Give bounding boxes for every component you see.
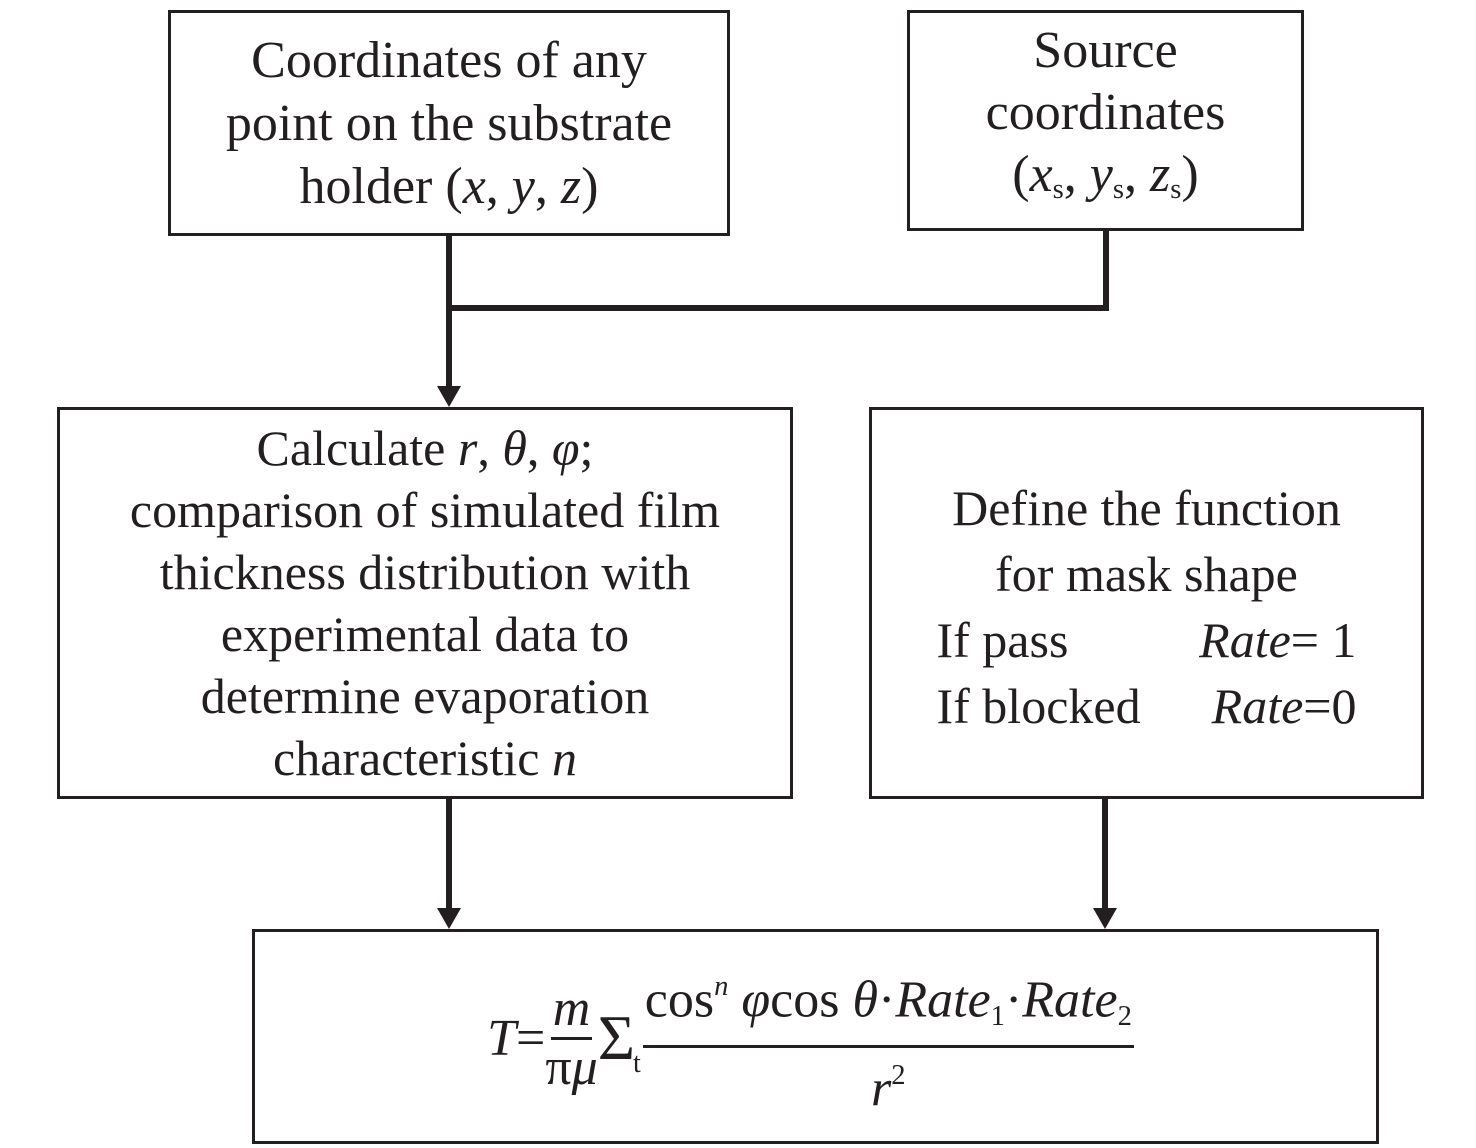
pass-rate-value: = 1 — [1290, 612, 1357, 668]
sub-s-3: s — [1170, 174, 1182, 206]
arrowhead-calc-to-formula — [437, 908, 461, 929]
calc-line-3: thickness distribution with — [159, 544, 691, 600]
close-paren: ) — [1181, 145, 1199, 203]
calc-line-5: determine evaporation — [200, 668, 650, 724]
calc-line-6-prefix: characteristic — [273, 730, 552, 786]
dot-1: · — [878, 971, 896, 1029]
pass-label: If pass — [936, 612, 1069, 668]
var-phi: φ — [551, 420, 580, 476]
var-ys: y — [1089, 145, 1113, 203]
mask-line-1: Define the function — [952, 480, 1341, 536]
close-paren: ) — [581, 157, 599, 215]
calculate-box: Calculate r, θ, φ; comparison of simulat… — [57, 407, 793, 799]
theta-symbol: θ — [852, 971, 879, 1029]
sep-1: , — [1063, 145, 1090, 203]
dot-2: · — [1004, 971, 1023, 1029]
blocked-rate-var: Rate — [1211, 678, 1304, 734]
rate-2-index: 2 — [1117, 1001, 1132, 1033]
source-coordinates-box: Source coordinates (xs, ys, zs) — [907, 10, 1304, 231]
mu-symbol: μ — [571, 1038, 598, 1096]
sub-s-1: s — [1052, 174, 1064, 206]
var-zs: z — [1150, 145, 1171, 203]
var-n: n — [551, 730, 577, 786]
var-r: r — [457, 420, 478, 476]
var-theta: θ — [502, 420, 527, 476]
substrate-line-3: holder (x, y, z) — [300, 155, 599, 218]
den-exponent: 2 — [891, 1060, 906, 1092]
sep-1: , — [485, 157, 512, 215]
sep-1: , — [477, 420, 503, 476]
sep-2: , — [1124, 145, 1151, 203]
substrate-coordinates-box: Coordinates of any point on the substrat… — [168, 10, 730, 236]
exponent-n-var: n — [714, 971, 729, 1003]
fraction-denominator: πμ — [545, 1038, 598, 1096]
calc-line-2: comparison of simulated film — [129, 482, 721, 538]
calc-line-1-prefix: Calculate — [256, 420, 458, 476]
pass-rate: Rate= 1 — [1199, 607, 1356, 673]
var-x: x — [462, 157, 486, 215]
mask-pass-row: If pass Rate= 1 — [937, 607, 1357, 673]
var-y: y — [511, 157, 535, 215]
exponent-n: n — [714, 971, 728, 1002]
fraction-main: cosn φcos θ·Rate1·Rate2 r2 — [642, 959, 1134, 1117]
phi-symbol: φ — [728, 971, 771, 1029]
substrate-line-3-prefix: holder ( — [299, 157, 463, 215]
cos-1: cos — [644, 971, 715, 1029]
open-paren: ( — [1012, 145, 1030, 203]
sum-subscript: t — [632, 1048, 641, 1080]
blocked-label: If blocked — [936, 678, 1141, 734]
main-numerator: cosn φcos θ·Rate1·Rate2 — [642, 959, 1134, 1049]
pass-rate-var: Rate — [1199, 612, 1291, 668]
source-line-2: coordinates — [985, 83, 1226, 141]
formula-equals: = — [516, 1009, 546, 1067]
arrowhead-to-calc — [437, 386, 461, 407]
formula-lhs: T — [487, 1009, 517, 1067]
blocked-rate-value: =0 — [1303, 678, 1357, 734]
arrowhead-mask-to-formula — [1093, 908, 1117, 929]
sep-2: , — [534, 157, 561, 215]
den-r: r — [871, 1060, 892, 1118]
sep-2: , — [526, 420, 552, 476]
calc-line-6: characteristic n — [273, 727, 577, 789]
source-line-3: (xs, ys, zs) — [1012, 144, 1199, 221]
var-z: z — [560, 157, 582, 215]
connector-source-join — [449, 231, 1109, 311]
cos-2: cos — [770, 971, 853, 1029]
thickness-formula: T = m πμ Σ t cosn φcos θ·Rate1·Rate2 r2 — [487, 959, 1134, 1117]
fraction-m-over-pi-mu: m πμ — [545, 980, 598, 1096]
thickness-formula-box: T = m πμ Σ t cosn φcos θ·Rate1·Rate2 r2 — [252, 929, 1379, 1144]
substrate-line-1: Coordinates of any — [251, 31, 647, 89]
source-line-1: Source — [1033, 21, 1178, 79]
fraction-numerator: m — [550, 980, 593, 1040]
calc-line-1: Calculate r, θ, φ; — [257, 417, 594, 479]
rate-1-index: 1 — [990, 1001, 1005, 1033]
rate-2: Rate — [1022, 971, 1118, 1029]
mask-line-2: for mask shape — [995, 546, 1298, 602]
sub-s-2: s — [1112, 174, 1125, 206]
mask-blocked-row: If blocked Rate=0 — [937, 673, 1357, 739]
main-denominator: r2 — [871, 1048, 906, 1117]
substrate-line-2: point on the substrate — [225, 94, 673, 152]
mask-function-box: Define the function for mask shape If pa… — [869, 407, 1424, 799]
calc-line-4: experimental data to — [220, 606, 630, 662]
calc-line-1-suffix: ; — [579, 420, 594, 476]
rate-1: Rate — [895, 971, 991, 1029]
pi-symbol: π — [545, 1038, 572, 1096]
blocked-rate: Rate=0 — [1212, 673, 1357, 739]
var-xs: x — [1029, 145, 1053, 203]
sum-symbol: Σ — [597, 1002, 635, 1074]
